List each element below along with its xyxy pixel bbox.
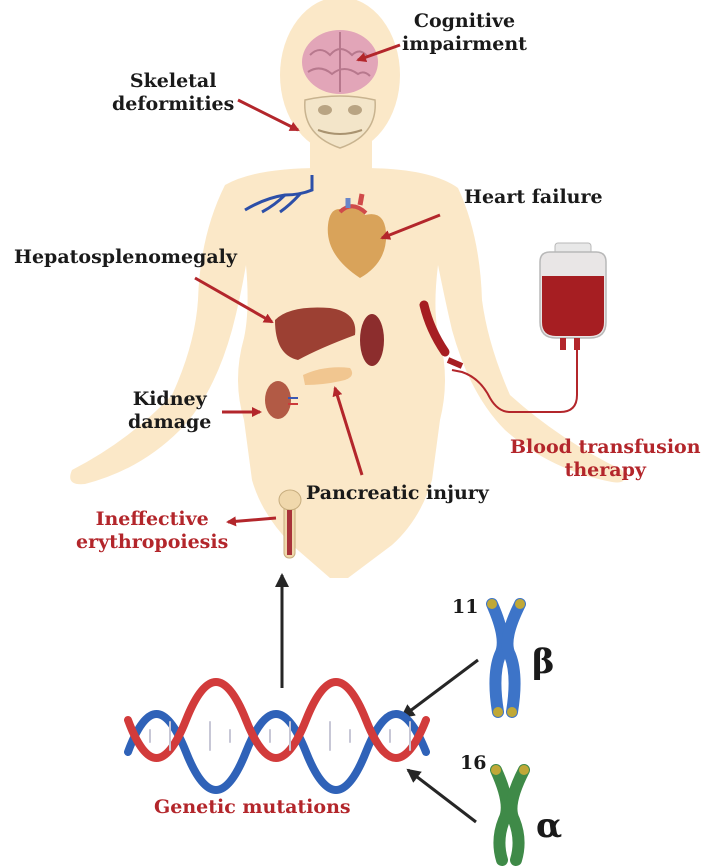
label-genetic-mutations: Genetic mutations — [154, 796, 351, 819]
label-line: erythropoiesis — [76, 531, 228, 554]
label-pancreatic-injury: Pancreatic injury — [306, 482, 489, 505]
chromosome-11-number: 11 — [452, 596, 478, 619]
label-line: damage — [128, 411, 211, 434]
arrow-alpha-to-dna — [408, 770, 476, 822]
label-ineffective-erythropoiesis: Ineffective erythropoiesis — [76, 508, 228, 554]
label-hepatosplenomegaly: Hepatosplenomegaly — [14, 246, 237, 269]
arrow-ineffective — [228, 518, 276, 522]
label-line: Blood transfusion — [510, 436, 701, 459]
label-skeletal-deformities: Skeletal deformities — [112, 70, 234, 116]
label-kidney-damage: Kidney damage — [128, 388, 211, 434]
arrow-beta-to-dna — [402, 660, 478, 717]
label-line: Skeletal — [112, 70, 234, 93]
brain-icon — [302, 30, 378, 94]
label-line: therapy — [510, 459, 701, 482]
label-line: deformities — [112, 93, 234, 116]
beta-symbol: β — [532, 644, 555, 680]
label-line: Kidney — [128, 388, 211, 411]
label-cognitive-impairment: Cognitive impairment — [402, 10, 527, 56]
alpha-symbol: α — [536, 808, 562, 844]
label-line: impairment — [402, 33, 527, 56]
label-heart-failure: Heart failure — [464, 186, 603, 209]
label-line: Cognitive — [402, 10, 527, 33]
label-line: Ineffective — [76, 508, 228, 531]
beta-chromosome-icon — [487, 599, 525, 717]
label-blood-transfusion-therapy: Blood transfusion therapy — [510, 436, 701, 482]
chromosome-16-number: 16 — [460, 752, 486, 775]
dna-helix-icon — [128, 682, 426, 790]
spleen-icon — [360, 314, 384, 366]
pathway-arrows — [282, 575, 478, 822]
alpha-chromosome-icon — [491, 765, 529, 860]
